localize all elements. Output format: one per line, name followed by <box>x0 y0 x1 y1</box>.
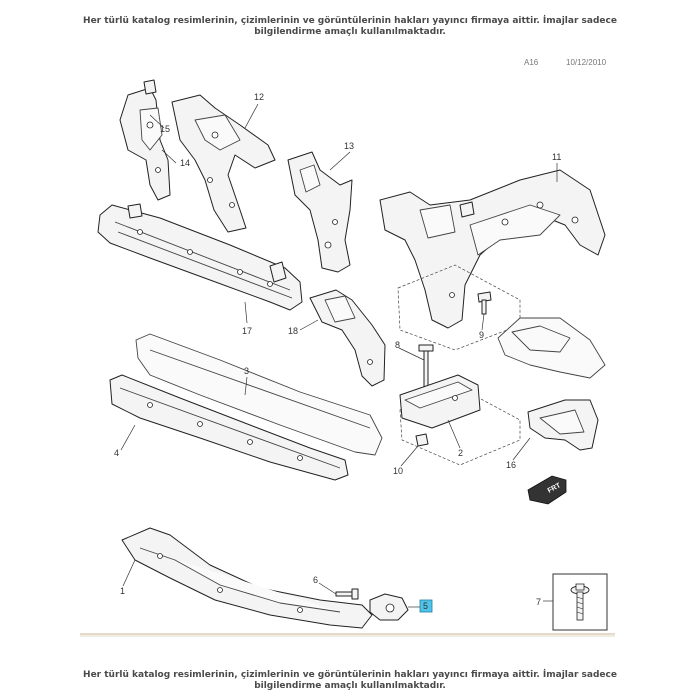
diagram-reference-code: A16 <box>524 58 539 67</box>
callout-14[interactable]: 14 <box>180 158 190 168</box>
disclaimer-top: Her türlü katalog resimlerinin, çizimler… <box>0 16 700 38</box>
disclaimer-top-line1: Her türlü katalog resimlerinin, çizimler… <box>83 16 617 26</box>
part-upper-bracket[interactable] <box>171 94 276 233</box>
callout-11[interactable]: 11 <box>552 152 561 162</box>
part-bumper-beam[interactable] <box>109 374 349 481</box>
part-bolt-9[interactable] <box>477 291 492 315</box>
part-bracket-left[interactable] <box>119 79 171 201</box>
callout-7[interactable]: 7 <box>536 597 541 607</box>
callout-18[interactable]: 18 <box>288 326 298 336</box>
callout-1[interactable]: 1 <box>120 586 125 596</box>
diagram-date: 10/12/2010 <box>566 58 607 67</box>
callout-5[interactable]: 5 <box>423 601 428 611</box>
callout-12[interactable]: 12 <box>254 92 264 102</box>
callout-8[interactable]: 8 <box>395 340 400 350</box>
disclaimer-bottom-line1: Her türlü katalog resimlerinin, çizimler… <box>83 670 617 680</box>
part-clip-5[interactable] <box>369 593 409 621</box>
part-nut-10[interactable] <box>415 433 429 447</box>
part-air-deflector[interactable] <box>527 399 599 451</box>
callout-15[interactable]: 15 <box>160 124 170 134</box>
part-frame-rail[interactable] <box>379 169 606 329</box>
part-crash-box[interactable] <box>399 374 481 429</box>
part-bolt-8[interactable] <box>418 344 434 393</box>
callout-13[interactable]: 13 <box>344 141 354 151</box>
callout-3[interactable]: 3 <box>244 366 249 376</box>
screw-icon <box>570 583 590 621</box>
part-tie-bar[interactable] <box>97 203 303 311</box>
callout-6[interactable]: 6 <box>313 575 318 585</box>
callout-4[interactable]: 4 <box>114 448 119 458</box>
callout-10[interactable]: 10 <box>393 466 403 476</box>
callout-9[interactable]: 9 <box>479 330 484 340</box>
part-lower-bracket[interactable] <box>309 289 386 387</box>
disclaimer-top-line2: bilgilendirme amaçlı kullanılmaktadır. <box>254 27 446 37</box>
part-lower-deflector[interactable] <box>121 527 373 629</box>
callout-16[interactable]: 16 <box>506 460 516 470</box>
disclaimer-bottom: Her türlü katalog resimlerinin, çizimler… <box>0 670 700 692</box>
part-bolt-6[interactable] <box>335 588 359 600</box>
part-wheelhouse-shield[interactable] <box>497 317 606 379</box>
callout-2[interactable]: 2 <box>458 448 463 458</box>
leader-lines <box>120 103 558 608</box>
front-direction-arrow-icon: FRT <box>527 475 567 505</box>
callout-17[interactable]: 17 <box>242 326 252 336</box>
part-energy-absorber[interactable] <box>135 333 383 456</box>
disclaimer-bottom-line2: bilgilendirme amaçlı kullanılmaktadır. <box>254 681 446 691</box>
part-side-panel[interactable] <box>287 151 353 273</box>
callout-5-highlight[interactable] <box>419 599 433 613</box>
